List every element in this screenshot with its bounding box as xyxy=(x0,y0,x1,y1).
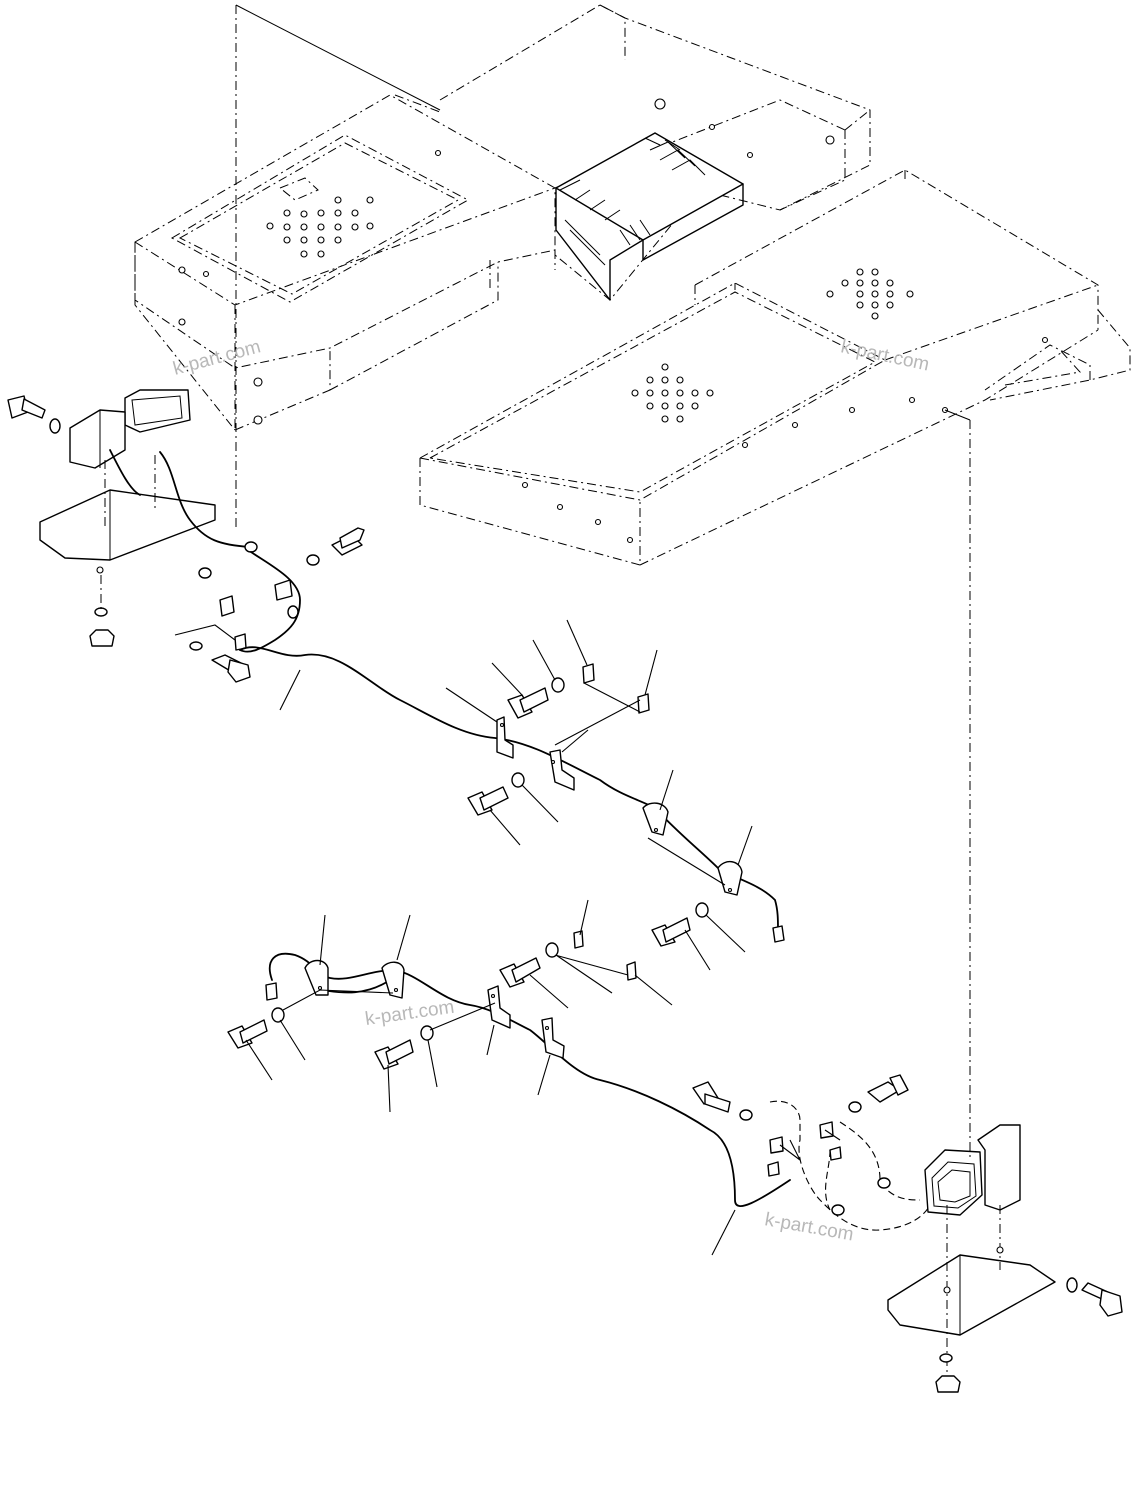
clamp-upper-1 xyxy=(496,716,514,759)
upper-rear-plate xyxy=(235,4,871,530)
clamp-upper-3 xyxy=(642,802,669,836)
bolt-right-2 xyxy=(867,1074,909,1103)
bolt-upper-3 xyxy=(651,917,691,947)
right-deck-panel xyxy=(418,169,1131,566)
lower-wire-harness xyxy=(227,899,791,1256)
checker-plate-box xyxy=(489,132,744,301)
clamp-lower-3 xyxy=(487,985,511,1029)
vent-hole-pattern-right-front xyxy=(631,363,714,423)
clamp-lower-4 xyxy=(541,1017,565,1059)
bolt-upper-1 xyxy=(507,687,549,719)
upper-wire-harness xyxy=(239,619,785,971)
vent-hole-pattern-right-rear xyxy=(826,268,914,320)
nut-right xyxy=(935,1353,961,1393)
clamp-upper-4 xyxy=(717,861,743,896)
bolt-right-lamp xyxy=(1081,1282,1123,1317)
right-lamp-assembly xyxy=(692,409,1123,1393)
bolt-lower-1 xyxy=(499,957,541,988)
clamp-upper-2 xyxy=(549,749,575,791)
vent-hole-pattern-left xyxy=(266,196,374,258)
watermark-layer: k-part.com k-part.com k-part.com k-part.… xyxy=(171,336,931,1245)
bolt-lower-2 xyxy=(227,1019,268,1049)
bolt-left-lower xyxy=(331,527,365,556)
bolt-lower-3 xyxy=(374,1039,414,1070)
bolt-left-clamp xyxy=(211,654,251,683)
bolt-right-1 xyxy=(692,1081,731,1113)
bolt-upper-2 xyxy=(467,786,509,816)
watermark-text: k-part.com xyxy=(839,336,931,375)
left-deck-panel xyxy=(134,94,556,431)
bolt-left-lamp xyxy=(7,395,46,419)
lamp-right xyxy=(924,1124,1021,1216)
watermark-text: k-part.com xyxy=(171,336,263,380)
left-lamp-assembly xyxy=(7,389,365,683)
nut-left xyxy=(89,607,115,647)
lamp-left xyxy=(69,389,191,469)
clamp-lower-2 xyxy=(381,961,405,999)
